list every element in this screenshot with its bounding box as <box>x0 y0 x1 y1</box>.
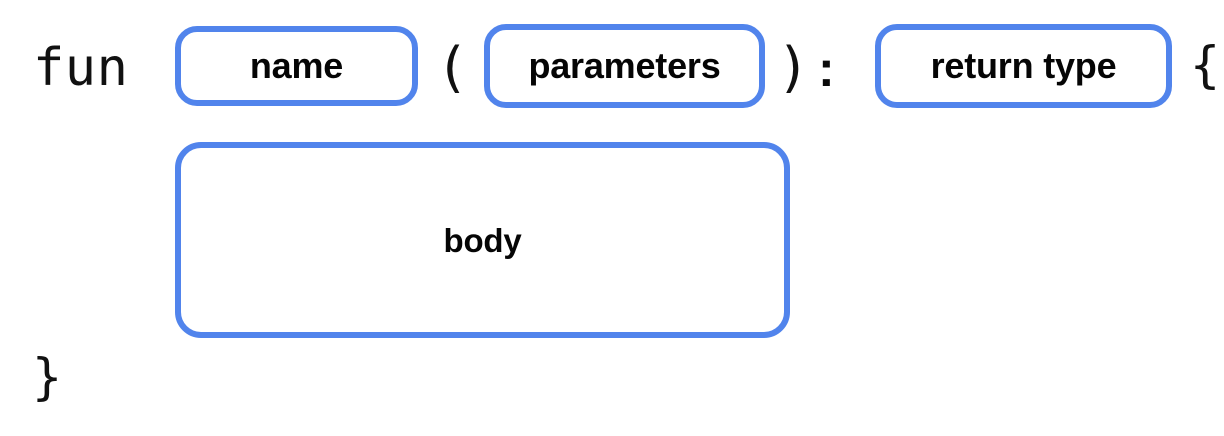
brace-open-token: { <box>1190 36 1221 94</box>
paren-close-token: ) <box>777 36 811 99</box>
slot-body-label: body <box>443 221 522 259</box>
slot-return-type-label: return type <box>930 45 1117 86</box>
paren-open-token: ( <box>436 36 470 99</box>
colon-token: : <box>818 41 835 97</box>
slot-parameters[interactable]: parameters <box>484 24 765 108</box>
slot-parameters-label: parameters <box>528 45 721 86</box>
slot-return-type[interactable]: return type <box>875 24 1172 108</box>
keyword-fun: fun <box>33 38 129 98</box>
slot-body[interactable]: body <box>175 142 790 338</box>
slot-name-label: name <box>249 45 344 86</box>
brace-close-token: } <box>32 348 63 406</box>
slot-name[interactable]: name <box>175 26 418 106</box>
